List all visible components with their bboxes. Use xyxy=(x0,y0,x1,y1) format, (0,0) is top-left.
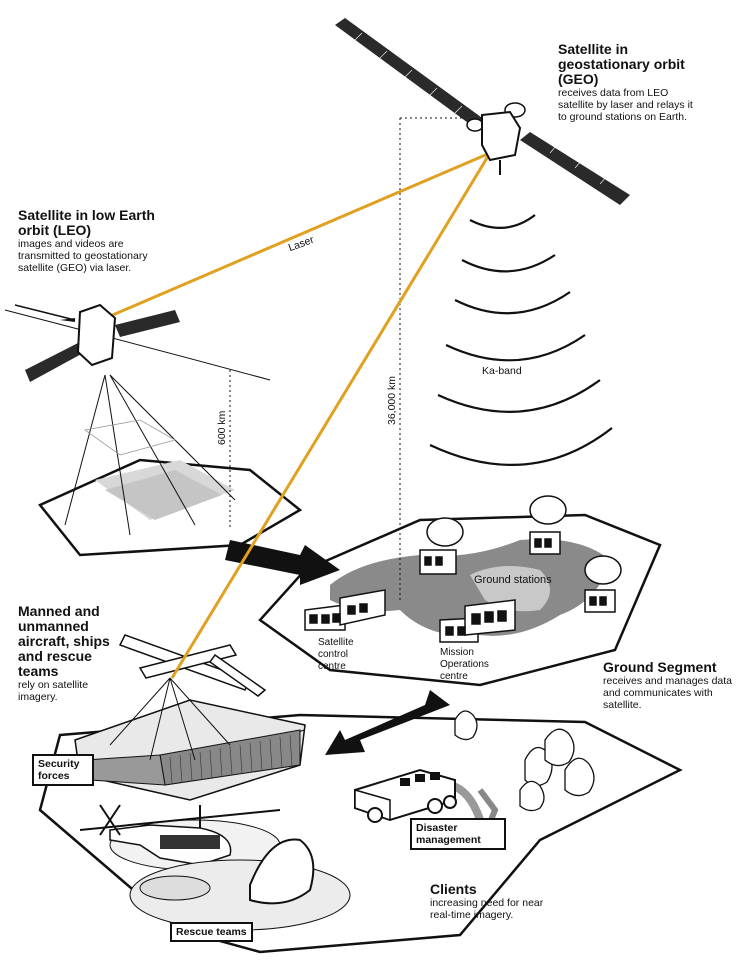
orbit-path xyxy=(4,309,271,381)
leo-annotation: Satellite in low Earth orbit (LEO) image… xyxy=(18,207,163,275)
satellite-control-label: Satellite control centre xyxy=(318,637,354,672)
ka-band-waves xyxy=(429,214,613,466)
ka-band-label: Ka-band xyxy=(482,365,522,377)
rescue-teams-badge: Rescue teams xyxy=(170,922,253,942)
flow-arrows xyxy=(225,540,450,755)
geo-annotation: Satellite in geostationary orbit (GEO) r… xyxy=(558,41,693,124)
altitude-lines xyxy=(229,117,475,600)
ground-segment-description: receives and manages data and communicat… xyxy=(603,675,732,711)
altitude-leo-label: 600 km xyxy=(216,410,228,445)
security-fence xyxy=(74,699,306,801)
leo-satellite-icon xyxy=(14,303,180,382)
mission-ops-label: Mission Operations centre xyxy=(440,647,489,682)
clients-annotation: Clients increasing need for near real-ti… xyxy=(430,881,560,922)
leo-footprint-plate xyxy=(38,374,303,557)
geo-title: Satellite in geostationary orbit (GEO) xyxy=(558,41,685,87)
disaster-scene xyxy=(354,710,595,837)
ground-segment-title: Ground Segment xyxy=(603,659,717,675)
leo-description: images and videos are transmitted to geo… xyxy=(18,238,148,274)
ground-segment-annotation: Ground Segment receives and manages data… xyxy=(603,659,743,712)
control-centre-buildings xyxy=(304,589,516,643)
aircraft-title: Manned and unmanned aircraft, ships and … xyxy=(18,603,110,679)
laser-beams xyxy=(107,151,492,679)
aircraft-description: rely on satellite imagery. xyxy=(18,679,89,703)
geo-satellite-icon xyxy=(335,18,630,205)
clients-description: increasing need for near real-time image… xyxy=(430,897,544,921)
aircraft-annotation: Manned and unmanned aircraft, ships and … xyxy=(18,603,128,704)
leo-title: Satellite in low Earth orbit (LEO) xyxy=(18,207,155,238)
security-forces-badge: Security forces xyxy=(32,754,94,786)
disaster-management-badge: Disaster management xyxy=(410,818,506,850)
clients-title: Clients xyxy=(430,881,477,897)
ground-stations-label: Ground stations xyxy=(474,574,552,586)
boat-icon xyxy=(129,838,351,931)
helicopter-icon xyxy=(79,804,281,871)
geo-description: receives data from LEO satellite by lase… xyxy=(558,87,693,123)
tree-icon xyxy=(454,710,595,812)
ground-station-dish-icons xyxy=(419,495,622,613)
drone-icon xyxy=(109,634,267,761)
altitude-geo-label: 36,000 km xyxy=(386,375,398,425)
fire-truck-icon xyxy=(354,768,457,823)
